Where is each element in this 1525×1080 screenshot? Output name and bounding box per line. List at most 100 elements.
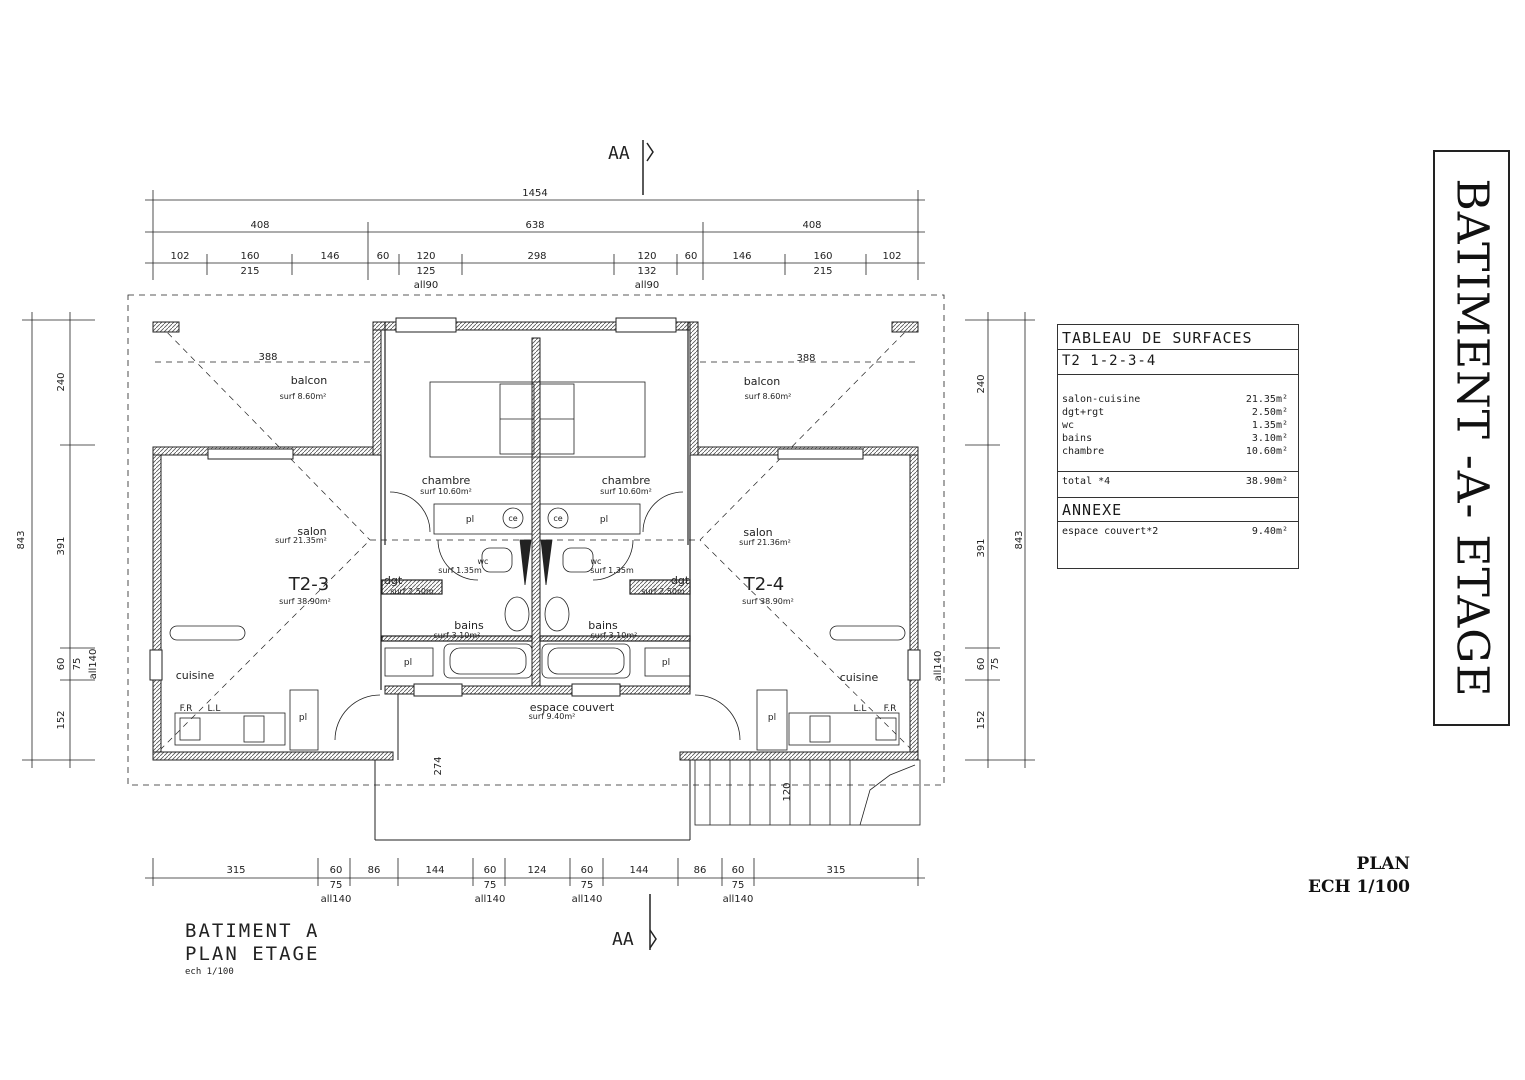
- label-fr-right: F.R: [884, 704, 897, 714]
- scale-ech: ECH 1/100: [1308, 877, 1410, 897]
- section-mark-top: [642, 140, 654, 195]
- dim-side-total: 843: [16, 530, 27, 549]
- room-balcon-right: balcon: [744, 375, 781, 388]
- dim-side: 60: [56, 658, 67, 671]
- dim-side-total: 843: [1014, 530, 1025, 549]
- covered-space: [374, 694, 691, 841]
- row-value: 3.10m²: [1251, 433, 1288, 444]
- row-label: wc: [1062, 420, 1075, 431]
- table-row: wc 1.35m²: [1062, 419, 1288, 432]
- dim-left: 408: [250, 220, 269, 231]
- dim-bottom-sub: 75: [484, 880, 497, 891]
- right-dimension-lines: [965, 312, 1035, 768]
- room-espace-couvert-surf: surf 9.40m²: [529, 712, 576, 721]
- placard-label: pl: [600, 515, 608, 525]
- dim-total: 1454: [522, 188, 547, 199]
- dim-top: 60: [377, 251, 390, 262]
- dim-bottom-sub: all140: [321, 894, 352, 905]
- dim-bottom-sub: all140: [572, 894, 603, 905]
- row-label: chambre: [1062, 446, 1105, 457]
- bottom-dimension-lines: [145, 858, 925, 886]
- bathroom-fixtures: [443, 507, 631, 679]
- total-label: total *4: [1062, 476, 1111, 487]
- surface-table-total: total *4 38.90m²: [1058, 472, 1298, 498]
- dim-bottom: 60: [330, 865, 343, 876]
- scale-label: PLAN ECH 1/100: [1290, 853, 1410, 899]
- scale-plan: PLAN: [1356, 854, 1410, 874]
- annexe-label: espace couvert*2: [1062, 526, 1159, 537]
- dim-bottom-sub: all140: [475, 894, 506, 905]
- dim-bottom: 144: [629, 865, 648, 876]
- dim-balcony: 388: [258, 352, 277, 363]
- unit-label-left: T2-3: [288, 574, 329, 595]
- kitchen-counters: [169, 625, 906, 746]
- dim-bottom-sub: 75: [732, 880, 745, 891]
- dim-bottom-sub: 75: [330, 880, 343, 891]
- dim-bottom: 124: [527, 865, 546, 876]
- room-chambre-left: chambre: [422, 474, 471, 487]
- table-row: chambre 10.60m²: [1062, 445, 1288, 458]
- windows: [149, 317, 921, 697]
- row-label: bains: [1062, 433, 1093, 444]
- ce-label: ce: [508, 514, 517, 523]
- dim-top-sub: 125: [416, 266, 435, 277]
- sheet-title: BATIMENT -A- ETAGE: [1446, 178, 1497, 698]
- placard-label: pl: [662, 658, 670, 668]
- room-dgt-right-surf: surf 2.50m: [641, 587, 685, 596]
- interior-partitions: [380, 322, 691, 690]
- dim-top-sub: 215: [813, 266, 832, 277]
- dim-side: 391: [56, 536, 67, 555]
- dim-side: 240: [56, 372, 67, 391]
- dim-side: 152: [56, 710, 67, 729]
- room-bains-left: bains: [454, 619, 484, 632]
- dim-side: 391: [976, 538, 987, 557]
- placards: [289, 503, 788, 751]
- unit-label-right: T2-4: [743, 574, 784, 595]
- surface-table-title: TABLEAU DE SURFACES: [1058, 325, 1298, 350]
- dim-top: 146: [320, 251, 339, 262]
- room-wc-right-surf: surf 1.35m: [590, 566, 634, 575]
- top-dimension-lines: [145, 190, 925, 280]
- label-fr-left: F.R: [180, 704, 193, 714]
- room-salon-left-surf: surf 21.35m²: [275, 536, 327, 545]
- dim-top: 160: [813, 251, 832, 262]
- room-chambre-left-surf: surf 10.60m²: [420, 487, 472, 496]
- dim-bottom: 60: [732, 865, 745, 876]
- dim-bottom: 86: [368, 865, 381, 876]
- room-bains-right: bains: [588, 619, 618, 632]
- section-label-bottom: AA: [612, 929, 634, 950]
- dim-top-sub: all90: [635, 280, 659, 291]
- dim-bottom: 315: [826, 865, 845, 876]
- roof-outline: [127, 294, 945, 786]
- section-mark-bottom: [649, 894, 657, 950]
- drawing-caption: BATIMENT A PLAN ETAGE ech 1/100: [185, 920, 319, 978]
- dim-side: 60: [976, 658, 987, 671]
- dim-stair: 120: [782, 782, 793, 801]
- room-dgt-right: dgt: [671, 574, 690, 587]
- staircase: [694, 759, 921, 826]
- room-salon-right-surf: surf 21.36m²: [739, 538, 791, 547]
- annexe-row: espace couvert*2 9.40m²: [1058, 522, 1298, 537]
- dim-bottom: 315: [226, 865, 245, 876]
- section-label-top: AA: [608, 143, 630, 164]
- row-value: 2.50m²: [1251, 407, 1288, 418]
- total-value: 38.90m²: [1245, 476, 1288, 487]
- dim-side: 75: [990, 658, 1001, 671]
- exterior-walls: [152, 321, 919, 761]
- room-balcon-left-surf: surf 8.60m²: [280, 392, 327, 401]
- row-value: 10.60m²: [1245, 446, 1288, 457]
- room-bains-left-surf: surf 3.10m²: [434, 631, 481, 640]
- room-dgt-left: dgt: [384, 574, 403, 587]
- placard-label: pl: [768, 713, 776, 723]
- unit-left-surf: surf 38.90m²: [279, 597, 331, 606]
- row-value: 1.35m²: [1251, 420, 1288, 431]
- room-chambre-right: chambre: [602, 474, 651, 487]
- dim-top: 120: [416, 251, 435, 262]
- ce-label: ce: [553, 514, 562, 523]
- dim-top: 60: [685, 251, 698, 262]
- annexe-title: ANNEXE: [1058, 498, 1298, 522]
- annexe-value: 9.40m²: [1251, 526, 1288, 537]
